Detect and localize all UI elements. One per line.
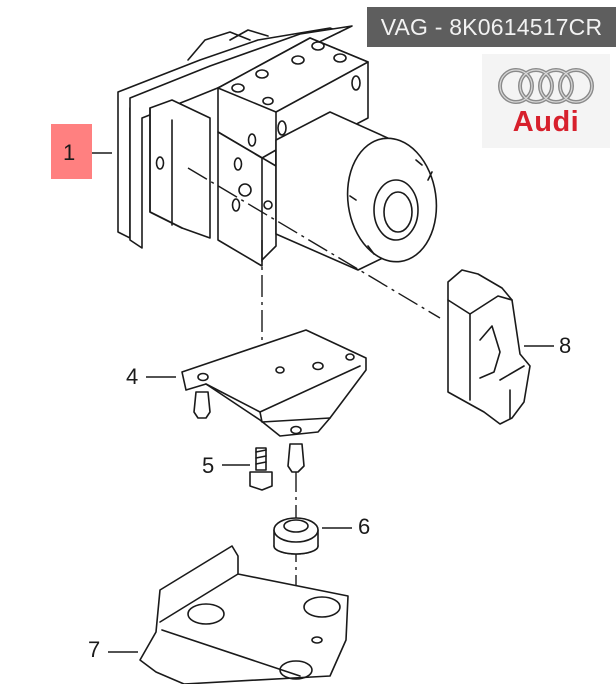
four-rings-icon xyxy=(498,68,594,104)
callout-6[interactable]: 6 xyxy=(358,514,371,539)
callout-8[interactable]: 8 xyxy=(559,333,572,358)
brand-logo: Audi xyxy=(482,54,610,148)
callout-4[interactable]: 4 xyxy=(126,364,139,389)
highlighted-part-marker xyxy=(51,124,92,179)
connector-drawing xyxy=(447,269,531,425)
abs-unit-drawing xyxy=(117,25,438,271)
lower-bracket-drawing xyxy=(139,545,349,684)
part-number-label: VAG - 8K0614517CR xyxy=(380,13,603,40)
callout-1[interactable]: 1 xyxy=(63,140,76,165)
callout-5[interactable]: 5 xyxy=(202,453,215,478)
brand-name: Audi xyxy=(512,106,580,138)
part-number-banner: VAG - 8K0614517CR xyxy=(367,7,616,47)
mounting-bracket-drawing xyxy=(181,329,367,473)
assembly-line-connector xyxy=(187,167,441,319)
bolt-drawing xyxy=(249,447,273,491)
rubber-mount-drawing xyxy=(273,517,319,555)
callout-7[interactable]: 7 xyxy=(88,637,101,662)
